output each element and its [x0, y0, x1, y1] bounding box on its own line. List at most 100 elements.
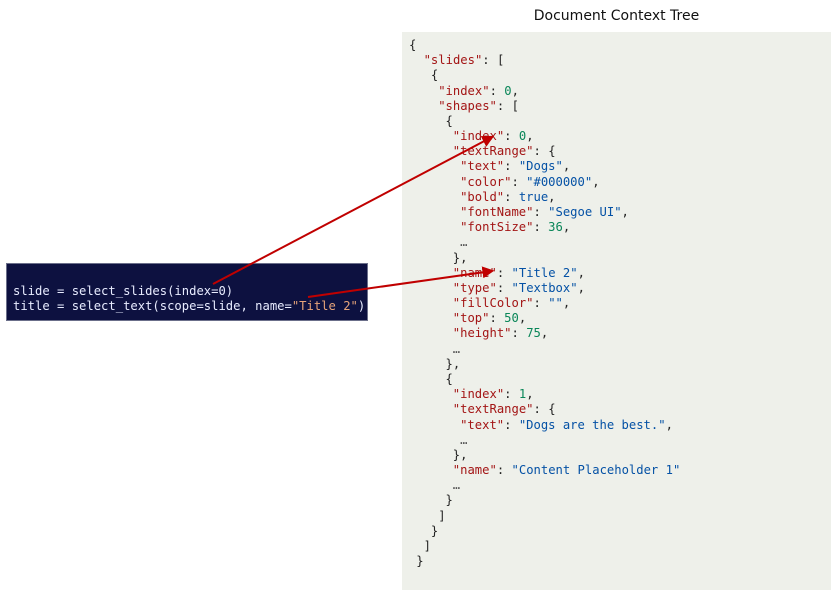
json-line: "slides": [	[424, 53, 505, 68]
json-line: "index": 1,	[453, 387, 534, 402]
json-line: "fontSize": 36,	[460, 220, 570, 235]
json-token: ,	[577, 265, 585, 280]
json-line: ]	[424, 539, 431, 554]
json-token: 50	[504, 311, 519, 326]
json-token: 1	[518, 387, 527, 402]
json-token: "bold"	[460, 189, 505, 204]
json-token: "text"	[460, 159, 505, 174]
json-line: }	[431, 524, 438, 539]
json-line: "type": "Textbox",	[453, 281, 585, 296]
json-token: :	[489, 311, 505, 326]
json-token: : [	[496, 98, 519, 113]
json-token: :	[504, 387, 519, 402]
json-token: "top"	[452, 311, 490, 326]
json-token: :	[511, 326, 527, 341]
json-token: :	[496, 280, 512, 295]
json-token: ,	[562, 296, 571, 311]
json-token: "slides"	[423, 53, 483, 68]
json-token: },	[452, 447, 468, 462]
json-token: {	[445, 371, 453, 386]
json-token: : {	[533, 144, 556, 159]
json-token: …	[460, 235, 468, 250]
json-line: }	[416, 554, 423, 569]
code-close-paren: )	[357, 299, 366, 313]
json-token: :	[504, 129, 519, 144]
json-line: "color": "#000000",	[460, 175, 599, 190]
json-token: {	[409, 38, 417, 52]
json-tree-panel: {"slides": [{"index": 0,"shapes": [{"ind…	[402, 32, 831, 590]
json-token: :	[504, 417, 519, 432]
json-line: "text": "Dogs are the best.",	[460, 418, 673, 433]
json-token: "shapes"	[438, 98, 497, 113]
json-token: "Title 2"	[511, 265, 578, 280]
json-token: ,	[621, 204, 629, 219]
json-token: },	[452, 250, 468, 265]
json-token: }	[445, 493, 453, 508]
json-token: ,	[665, 417, 673, 432]
json-token: ]	[423, 538, 431, 553]
json-line: …	[460, 433, 467, 448]
json-token: :	[504, 159, 519, 174]
json-token: }	[416, 554, 424, 569]
json-token: },	[445, 356, 461, 371]
json-token: true	[518, 189, 549, 204]
code-call-select-text: select_text(scope=slide, name=	[71, 299, 292, 313]
json-line: },	[453, 251, 468, 266]
json-token: 75	[526, 326, 541, 341]
json-line: },	[453, 448, 468, 463]
code-call-select-slides: select_slides(index=0)	[71, 284, 234, 298]
arrow-title-to-name	[307, 266, 495, 298]
json-token: "type"	[452, 280, 497, 295]
json-token: ,	[511, 83, 519, 98]
json-token: ,	[562, 220, 571, 235]
json-token: ,	[540, 326, 549, 341]
json-token: "fontName"	[460, 204, 534, 219]
json-token: "text"	[460, 417, 505, 432]
json-line: "fillColor": "",	[453, 296, 570, 311]
json-token: ,	[577, 280, 585, 295]
json-token: :	[496, 265, 512, 280]
json-line: …	[453, 342, 460, 357]
arrow-slide-to-shape	[212, 135, 495, 285]
json-token: "index"	[452, 387, 505, 402]
diagram-title: Document Context Tree	[533, 8, 700, 24]
code-var-title: title	[13, 299, 50, 313]
json-line: "text": "Dogs",	[460, 159, 570, 174]
json-token: : {	[533, 402, 556, 417]
json-token: {	[445, 113, 453, 128]
json-token: "#000000"	[526, 174, 593, 189]
json-token: "textRange"	[452, 402, 534, 417]
code-line-1: slide = select_slides(index=0)	[13, 284, 233, 298]
json-token: : [	[482, 53, 505, 68]
json-line: "name": "Content Placeholder 1"	[453, 463, 680, 478]
json-token: ,	[548, 189, 556, 204]
json-token: :	[533, 296, 549, 311]
json-line: "top": 50,	[453, 311, 526, 326]
json-token: "fontSize"	[460, 220, 534, 235]
json-token: …	[452, 341, 461, 356]
json-line: …	[453, 478, 460, 493]
json-token: }	[430, 523, 439, 538]
code-snippet-box: slide = select_slides(index=0) title = s…	[6, 263, 368, 321]
json-token: …	[452, 478, 461, 493]
json-token: "fillColor"	[452, 296, 534, 311]
json-token: ]	[438, 508, 446, 523]
json-line: {	[409, 38, 416, 53]
json-line: "shapes": [	[438, 99, 519, 114]
code-line-2: title = select_text(scope=slide, name="T…	[13, 299, 365, 313]
json-token: :	[533, 220, 549, 235]
json-token: 0	[518, 129, 527, 144]
json-line: {	[446, 114, 453, 129]
json-token: "height"	[452, 326, 512, 341]
json-token: :	[489, 83, 505, 98]
json-token: "Dogs"	[518, 159, 563, 174]
json-line: "height": 75,	[453, 326, 548, 341]
json-token: "Dogs are the best."	[518, 417, 666, 432]
json-token: …	[460, 432, 468, 447]
json-line: {	[446, 372, 453, 387]
json-line: "textRange": {	[453, 402, 556, 417]
json-token: :	[511, 174, 527, 189]
json-token: ,	[592, 174, 600, 189]
json-token: 0	[504, 83, 512, 98]
